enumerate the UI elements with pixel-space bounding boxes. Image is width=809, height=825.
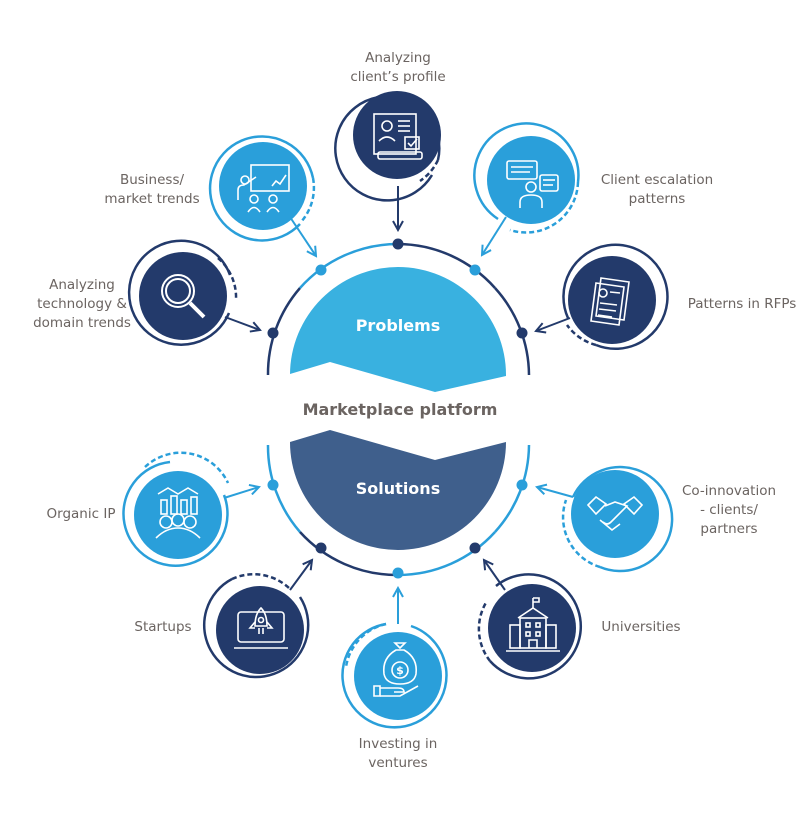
ring-arc xyxy=(494,444,531,533)
ring-node xyxy=(267,327,279,339)
problems-label: Problems xyxy=(355,316,441,335)
label-startups: Startups xyxy=(134,619,192,635)
ring-arc xyxy=(397,531,496,577)
ring-arc xyxy=(299,531,399,577)
solutions-label: Solutions xyxy=(355,479,441,498)
label-technology-trends: Analyzing technology & domain trends xyxy=(33,277,131,331)
money-bag-icon: $ xyxy=(373,642,419,697)
label-co-innovation: Co-innovation - clients/ partners xyxy=(681,483,777,537)
node-startups[interactable] xyxy=(203,572,310,679)
arrow-connector xyxy=(223,487,259,499)
arrow-connector xyxy=(224,316,260,330)
central-ring xyxy=(266,242,531,577)
problems-segment xyxy=(290,267,506,392)
node-client-escalation[interactable] xyxy=(473,122,580,234)
handshake-icon xyxy=(586,495,644,532)
ring-node xyxy=(267,479,279,491)
university-icon xyxy=(506,597,560,652)
label-universities: Universities xyxy=(601,619,681,635)
arrow-connector xyxy=(537,487,574,498)
ring-node xyxy=(469,542,481,554)
node-client-profile[interactable] xyxy=(334,91,441,202)
arrow-connector xyxy=(289,560,312,591)
label-organic-ip: Organic IP xyxy=(46,506,116,522)
chat-person-icon xyxy=(506,160,559,208)
ring-node xyxy=(516,327,528,339)
marketplace-title: Marketplace platform xyxy=(302,400,498,419)
rocket-laptop-icon xyxy=(234,606,288,649)
node-universities[interactable] xyxy=(477,573,583,680)
connectors xyxy=(223,186,574,624)
solutions-segment xyxy=(290,430,506,550)
label-client-profile: Analyzing client’s profile xyxy=(350,50,446,85)
label-rfp-patterns: Patterns in RFPs xyxy=(687,296,797,312)
node-technology-trends[interactable] xyxy=(127,239,238,346)
arrow-connector xyxy=(482,216,507,255)
ring-node xyxy=(469,264,481,276)
label-market-trends: Business/ market trends xyxy=(104,172,200,207)
ring-nodes xyxy=(267,238,528,579)
ring-arc xyxy=(299,242,399,289)
node-co-innovation[interactable] xyxy=(561,465,674,573)
presentation-icon xyxy=(237,164,290,213)
ring-node xyxy=(392,567,404,579)
node-investing[interactable]: $ xyxy=(341,622,448,729)
documents-icon xyxy=(590,277,630,326)
node-organic-ip[interactable] xyxy=(122,451,230,567)
ring-arc xyxy=(266,444,301,533)
svg-text:$: $ xyxy=(396,664,404,677)
arrow-connector xyxy=(536,317,571,331)
ring-node xyxy=(516,479,528,491)
node-market-trends[interactable] xyxy=(208,135,316,242)
label-investing: Investing in ventures xyxy=(358,736,438,771)
arrow-connector xyxy=(289,216,316,256)
magnifier-icon xyxy=(161,274,206,319)
ring-arc xyxy=(397,242,496,289)
node-rfp-patterns[interactable] xyxy=(562,243,669,350)
ring-node xyxy=(315,542,327,554)
ring-node xyxy=(315,264,327,276)
label-client-escalation: Client escalation patterns xyxy=(600,172,714,207)
team-chart-icon xyxy=(155,487,201,539)
arrow-connector xyxy=(484,560,506,591)
client-profile-icon xyxy=(373,113,423,160)
ring-node xyxy=(392,238,404,250)
